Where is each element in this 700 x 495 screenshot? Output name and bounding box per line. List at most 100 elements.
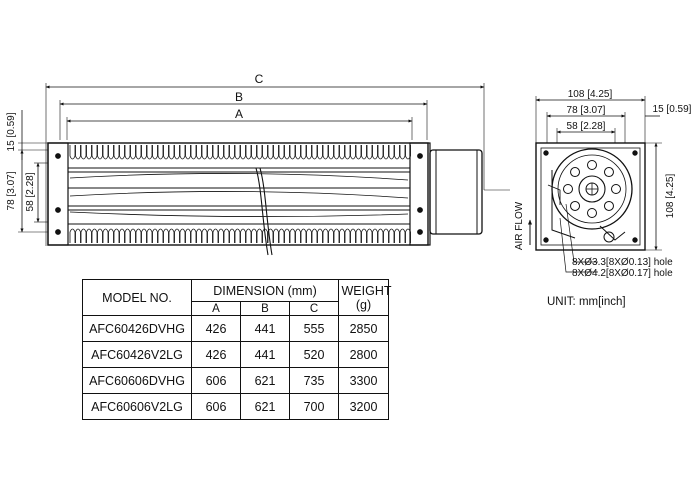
fin-bottom: [201, 228, 208, 243]
fin-bottom: [333, 228, 340, 243]
fin-bottom: [284, 228, 290, 243]
fin-bottom: [350, 228, 356, 243]
fin-top: [355, 145, 362, 160]
fin-top: [350, 145, 356, 160]
dimension-header: DIMENSION (mm): [191, 279, 339, 302]
fin-bottom: [366, 228, 373, 243]
mounting-hole: [587, 208, 597, 218]
power-cable: [255, 167, 269, 256]
sub-c: C: [289, 301, 339, 316]
cell-b: 621: [240, 393, 290, 420]
air-flow-label: AIR FLOW: [514, 201, 525, 250]
table-row: AFC60606V2LG 606 621 700 3200: [82, 393, 389, 420]
fin-bottom: [212, 228, 219, 243]
fin-bottom: [168, 228, 175, 243]
fin-bottom: [372, 228, 378, 243]
fin-top: [328, 145, 334, 160]
fin-bottom: [317, 228, 323, 243]
fin-top: [146, 145, 153, 160]
fin-top: [388, 145, 395, 160]
fin-top: [163, 145, 169, 160]
dim-left-78: 78 [3.07]: [6, 171, 17, 210]
fin-bottom: [179, 228, 186, 243]
fin-bottom: [394, 228, 400, 243]
mounting-hole: [603, 200, 614, 211]
fin-top: [196, 145, 202, 160]
fin-bottom: [108, 228, 114, 243]
dim-b-label: B: [235, 90, 243, 104]
cell-model: AFC60606V2LG: [82, 393, 192, 420]
fin-top: [256, 145, 263, 160]
fin-bottom: [80, 228, 87, 243]
fin-top: [372, 145, 378, 160]
hole-label-1: 8XØ3.3[8XØ0.13] hole: [572, 257, 673, 268]
cell-weight: 3300: [338, 367, 389, 394]
fin-top: [108, 145, 114, 160]
fin-top: [185, 145, 191, 160]
fin-top: [267, 145, 274, 160]
fin-bottom: [251, 228, 257, 243]
fin-top: [207, 145, 213, 160]
fin-bottom: [91, 228, 98, 243]
fin-bottom: [328, 228, 334, 243]
fin-top: [157, 145, 164, 160]
fin-bottom: [339, 228, 345, 243]
fin-bottom: [135, 228, 142, 243]
hole-label-2: 8XØ4.2[8XØ0.17] hole: [572, 268, 673, 279]
table-row: AFC60606DVHG 606 621 735 3300: [82, 367, 389, 394]
table-row: AFC60426DVHG 426 441 555 2850: [82, 315, 389, 342]
fin-top: [174, 145, 180, 160]
fin-bottom: [300, 228, 307, 243]
fin-bottom: [399, 228, 406, 243]
fin-bottom: [377, 228, 384, 243]
fin-bottom: [196, 228, 202, 243]
fin-bottom: [306, 228, 312, 243]
fin-top: [361, 145, 367, 160]
weight-header: WEIGHT (g): [338, 279, 392, 316]
fin-top: [234, 145, 241, 160]
fin-bottom: [190, 228, 197, 243]
fin-top: [333, 145, 340, 160]
weight-header-text: WEIGHT (g): [341, 283, 392, 312]
fin-top: [262, 145, 268, 160]
fin-bottom: [86, 228, 92, 243]
table-row: AFC60426V2LG 426 441 520 2800: [82, 341, 389, 368]
fin-bottom: [163, 228, 169, 243]
fin-top: [179, 145, 186, 160]
fin-bottom: [355, 228, 362, 243]
model-header: MODEL NO.: [82, 279, 192, 316]
fin-top: [405, 145, 411, 160]
side-frame: [535, 142, 646, 251]
side-view: [528, 96, 662, 273]
fin-bottom: [322, 228, 329, 243]
fin-bottom: [119, 228, 125, 243]
dim-c-label: C: [255, 72, 264, 86]
fin-top: [273, 145, 279, 160]
fin-bottom: [157, 228, 164, 243]
fin-bottom: [141, 228, 147, 243]
sub-a: A: [191, 301, 241, 316]
dim-left-58: 58 [2.28]: [25, 172, 36, 211]
cell-b: 621: [240, 367, 290, 394]
fin-top: [190, 145, 197, 160]
fin-top: [289, 145, 296, 160]
fin-top: [399, 145, 406, 160]
dim-top-58: 58 [2.28]: [567, 121, 606, 132]
fin-bottom: [102, 228, 109, 243]
fin-bottom: [278, 228, 285, 243]
fin-top: [394, 145, 400, 160]
sub-b: B: [240, 301, 290, 316]
cell-a: 606: [191, 367, 241, 394]
fin-top: [218, 145, 224, 160]
cell-c: 735: [289, 367, 339, 394]
fin-bottom: [152, 228, 158, 243]
fin-top: [300, 145, 307, 160]
fin-top: [383, 145, 389, 160]
fin-top: [251, 145, 257, 160]
cell-weight: 3200: [338, 393, 389, 420]
fin-top: [168, 145, 175, 160]
fin-bottom: [75, 228, 81, 243]
cell-a: 426: [191, 341, 241, 368]
fin-top: [306, 145, 312, 160]
